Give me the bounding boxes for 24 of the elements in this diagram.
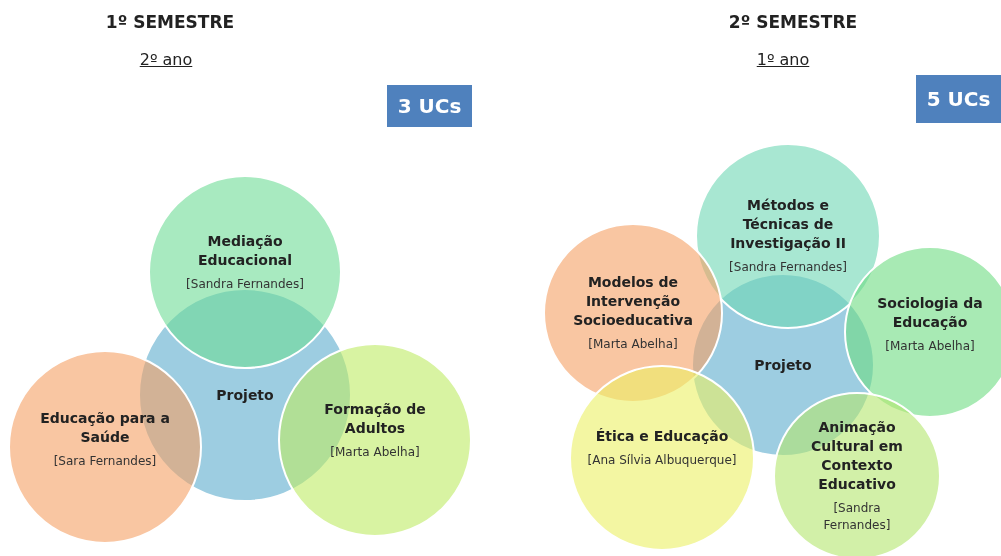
teacher-name: [Marta Abelha]: [884, 337, 976, 355]
count-badge: 5 UCs: [916, 75, 1001, 123]
subject-title: Animação Cultural em Contexto Educativo: [810, 418, 904, 494]
subject-title: Projeto: [215, 385, 275, 405]
subject-title: Formação de Adultos: [323, 399, 427, 438]
teacher-name: [Marta Abelha]: [587, 336, 679, 353]
teacher-name: [Marta Abelha]: [329, 443, 421, 461]
subject-title: Sociologia da Educação: [876, 293, 984, 332]
subject-title: Educação para a Saúde: [39, 408, 171, 447]
teacher-name: [Sara Fernandes]: [52, 452, 158, 470]
teacher-name: [Ana Sílvia Albuquerque]: [587, 452, 737, 469]
subject-title: Projeto: [753, 355, 813, 375]
subject-title: Modelos de Intervenção Socioeducativa: [572, 273, 694, 330]
semester-heading: 2º SEMESTRE: [728, 12, 858, 32]
semester-heading: 1º SEMESTRE: [105, 12, 235, 32]
count-badge: 3 UCs: [387, 85, 472, 127]
subject-title: Métodos e Técnicas de Investigação II: [729, 196, 847, 253]
subject-title: Mediação Educacional: [196, 231, 294, 270]
year-label: 1º ano: [756, 50, 810, 69]
subject-title: Ética e Educação: [594, 427, 730, 446]
teacher-name: [Sandra Fernandes]: [822, 500, 892, 534]
teacher-name: [Sandra Fernandes]: [185, 275, 305, 293]
year-label: 2º ano: [139, 50, 193, 69]
teacher-name: [Sandra Fernandes]: [728, 259, 848, 276]
